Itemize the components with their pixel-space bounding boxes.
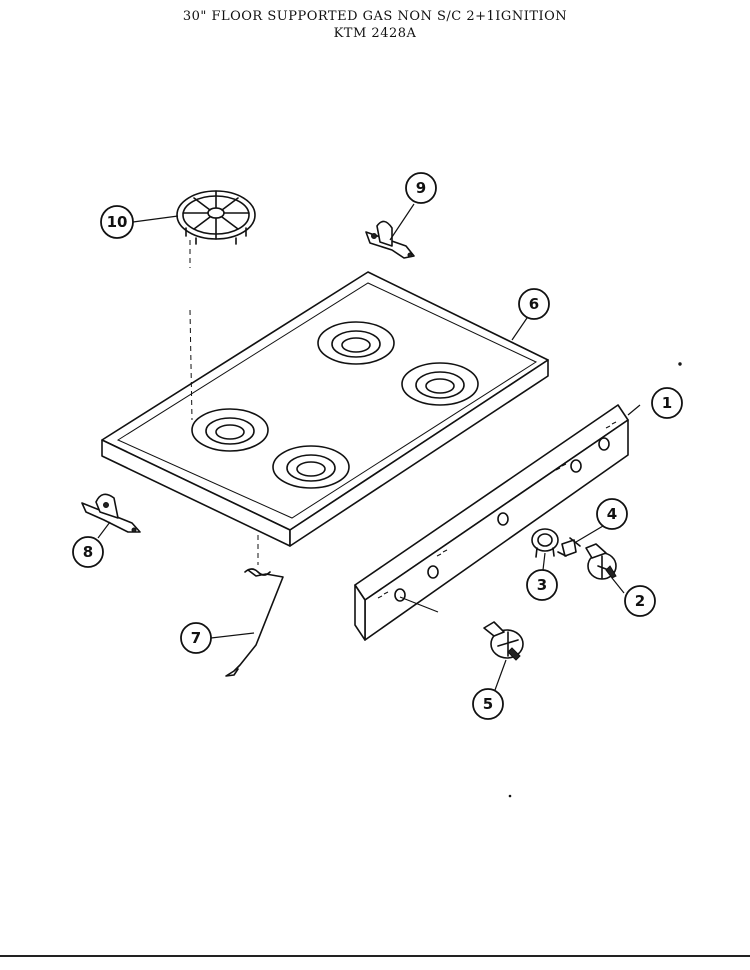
- model-number: KTM 2428A: [333, 26, 417, 41]
- control-panel[interactable]: [354, 404, 629, 641]
- panel-leader-line: [399, 596, 439, 613]
- svg-text:1: 1: [662, 394, 672, 412]
- knob-clip[interactable]: [557, 537, 581, 557]
- title-block: 30" FLOOR SUPPORTED GAS NON S/C 2+1IGNIT…: [0, 8, 750, 42]
- leader-4: [575, 525, 604, 543]
- callout-3[interactable]: 3: [526, 569, 558, 601]
- panel-hole-3: [497, 512, 509, 526]
- callout-10[interactable]: 10: [100, 205, 134, 239]
- callout-1[interactable]: 1: [651, 387, 683, 419]
- panel-hole-1: [394, 588, 406, 602]
- burner-opening-left-rear: [191, 408, 269, 452]
- diagram-title: 30" FLOOR SUPPORTED GAS NON S/C 2+1IGNIT…: [182, 9, 568, 24]
- leader-1: [627, 404, 641, 416]
- burner-opening-right-rear: [317, 321, 395, 365]
- mounting-bracket-right[interactable]: [365, 220, 415, 259]
- leader-6: [511, 317, 528, 341]
- burner-opening-left-front: [272, 445, 350, 489]
- scan-speck: [678, 362, 682, 366]
- control-knob-oven[interactable]: [483, 621, 524, 661]
- panel-hole-2: [427, 565, 439, 579]
- leader-9: [389, 203, 415, 241]
- bottom-rule: [0, 955, 750, 957]
- svg-text:6: 6: [529, 295, 539, 313]
- callout-9[interactable]: 9: [405, 172, 437, 204]
- panel-hole-5: [598, 437, 610, 451]
- cooktop-maintop[interactable]: [101, 271, 549, 547]
- leader-2: [611, 577, 625, 594]
- callout-6[interactable]: 6: [518, 288, 550, 320]
- svg-text:3: 3: [537, 576, 547, 594]
- callout-8[interactable]: 8: [72, 536, 104, 568]
- leader-5: [494, 659, 507, 691]
- scan-speck: [508, 794, 512, 798]
- control-knob-burner[interactable]: [585, 543, 617, 580]
- grate-alignment-line-lower: [189, 309, 193, 421]
- svg-text:4: 4: [607, 505, 617, 523]
- knob-bezel[interactable]: [531, 528, 559, 558]
- panel-hole-4: [570, 459, 582, 473]
- callout-4[interactable]: 4: [596, 498, 628, 530]
- callout-2[interactable]: 2: [624, 585, 656, 617]
- svg-text:10: 10: [107, 213, 128, 231]
- ignition-wire-rod[interactable]: [225, 568, 284, 677]
- svg-text:7: 7: [191, 629, 201, 647]
- leader-8: [97, 521, 111, 539]
- svg-text:2: 2: [635, 592, 645, 610]
- burner-grate[interactable]: [176, 190, 256, 245]
- leader-3: [542, 552, 546, 571]
- leader-7: [210, 632, 255, 639]
- svg-text:8: 8: [83, 543, 93, 561]
- callout-5[interactable]: 5: [472, 688, 504, 720]
- mounting-bracket-left[interactable]: [81, 493, 141, 533]
- callout-7[interactable]: 7: [180, 622, 212, 654]
- svg-text:5: 5: [483, 695, 493, 713]
- burner-opening-right-front: [401, 362, 479, 406]
- svg-text:9: 9: [416, 179, 426, 197]
- leader-10: [132, 215, 179, 223]
